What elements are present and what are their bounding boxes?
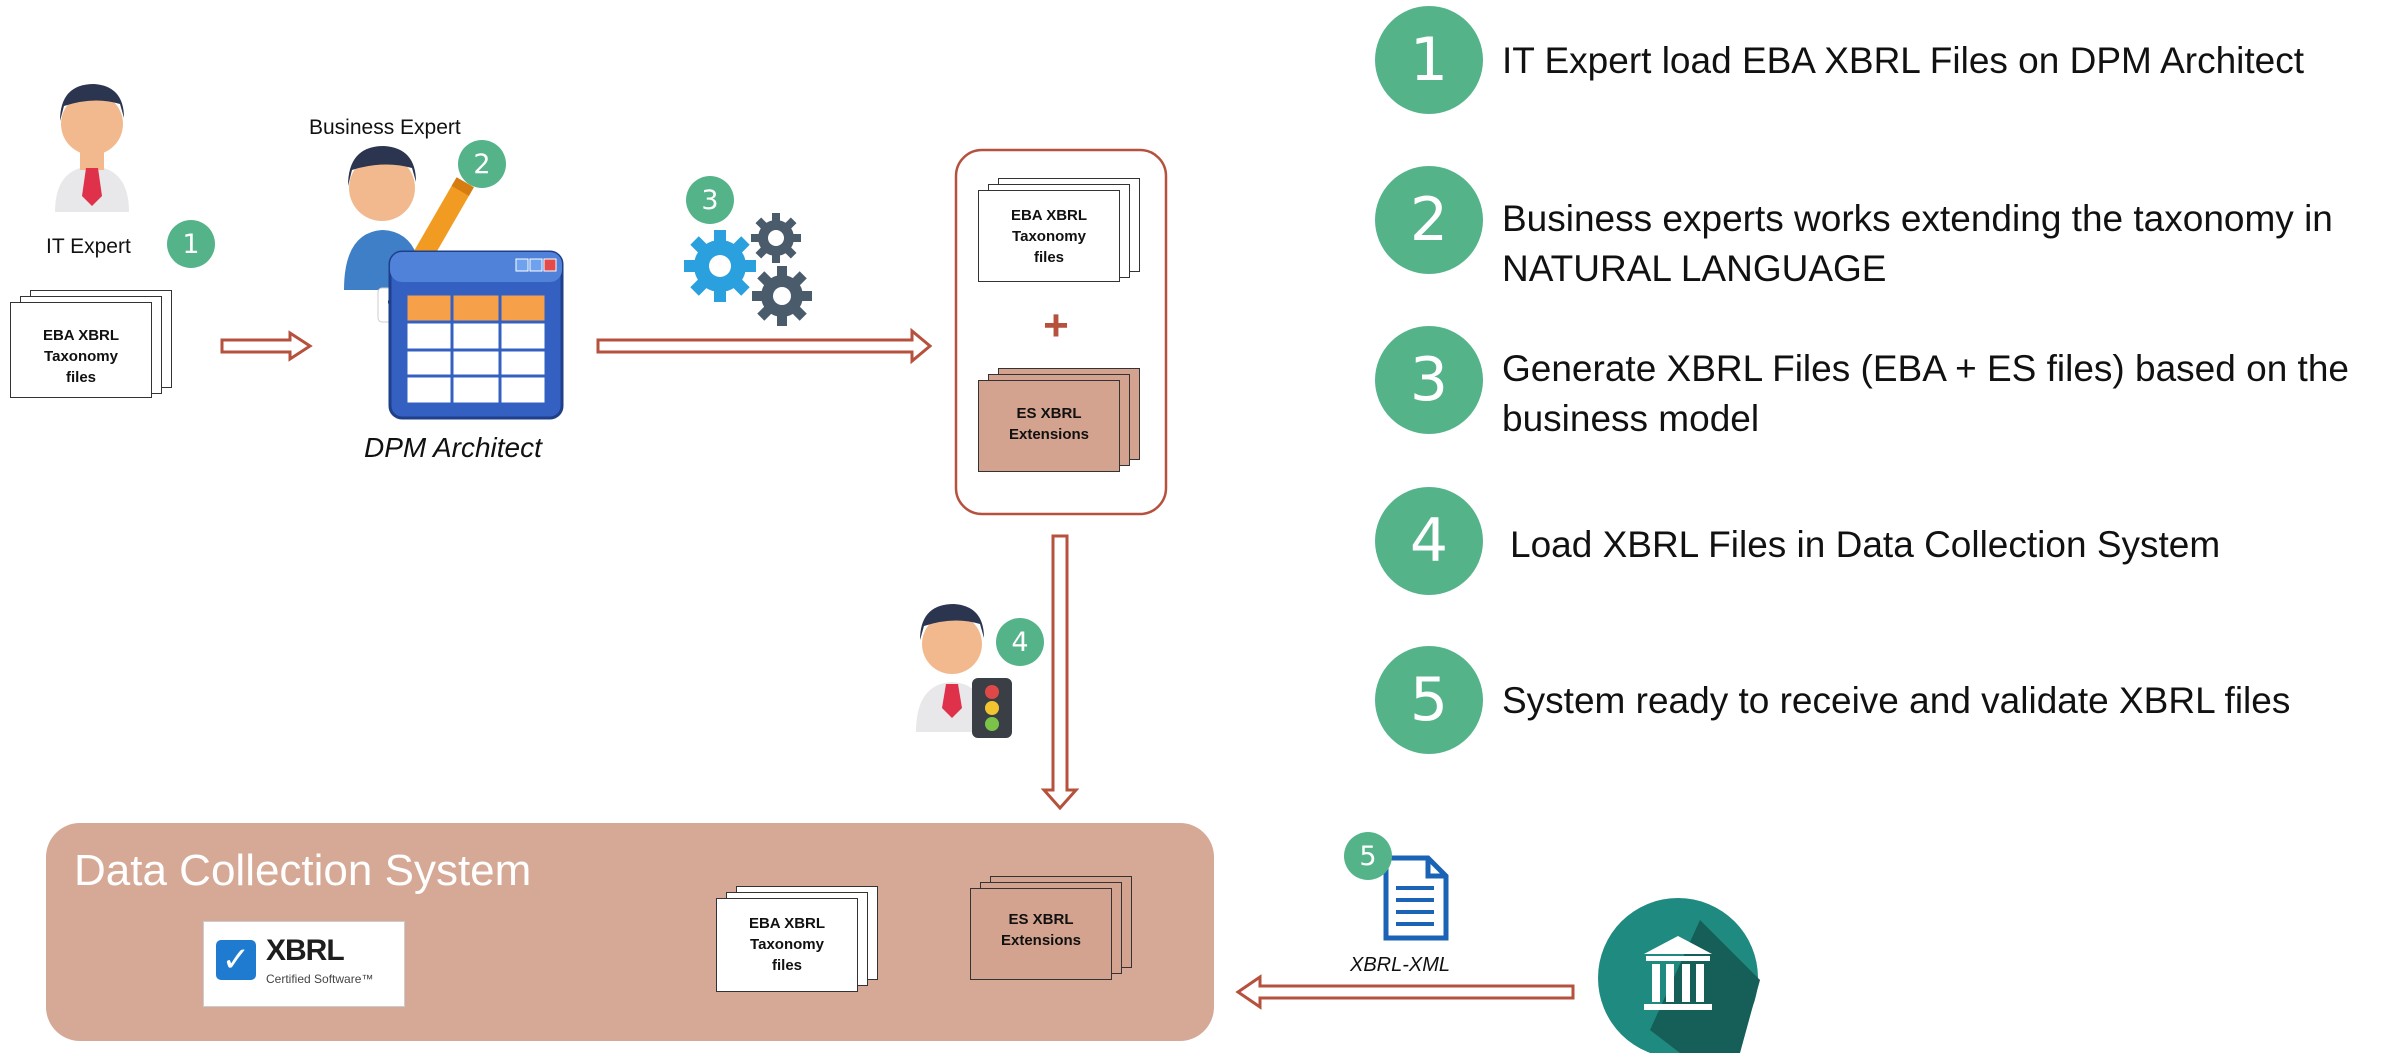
step-badge-1: 1 (167, 220, 215, 268)
legend-badge-2: 2 (1375, 166, 1483, 274)
xbrl-logo-sub: Certified Software™ (266, 972, 374, 986)
step-badge-3: 3 (686, 176, 734, 224)
doc-line: Taxonomy (1012, 228, 1086, 245)
doc-line: ES XBRL (1016, 405, 1082, 422)
checkbox-icon: ✓ (216, 940, 256, 980)
legend-text-3: Generate XBRL Files (EBA + ES files) bas… (1502, 348, 2349, 439)
doc-line: EBA XBRL (42, 327, 120, 344)
es-extensions-files-generated: ES XBRL Extensions (978, 368, 1148, 478)
legend-text-4: Load XBRL Files in Data Collection Syste… (1510, 524, 2221, 565)
xml-document-icon (1383, 855, 1449, 941)
doc-line: Extensions (1000, 932, 1082, 949)
legend-text-5: System ready to receive and validate XBR… (1502, 680, 2291, 721)
eba-taxonomy-files-generated: EBA XBRL Taxonomy files (978, 178, 1148, 288)
plus-sign: + (1043, 301, 1069, 350)
doc-line: files (1033, 249, 1064, 266)
dpm-architect-label: DPM Architect (364, 432, 542, 463)
eba-taxonomy-files-dcs: EBA XBRL Taxonomy files (716, 886, 886, 998)
gears-icon (684, 213, 812, 326)
doc-line: Extensions (1008, 426, 1090, 443)
step-badge-2: 2 (458, 140, 506, 188)
data-collection-system-title: Data Collection System (74, 846, 532, 895)
legend-badge-4: 4 (1375, 487, 1483, 595)
doc-line: EBA XBRL (1010, 207, 1088, 224)
doc-line: ES XBRL (1008, 911, 1074, 928)
business-expert-label: Business Expert (309, 116, 461, 139)
es-extensions-files-dcs: ES XBRL Extensions (970, 876, 1140, 988)
doc-line: files (771, 957, 802, 974)
doc-line: Taxonomy (750, 936, 824, 953)
operator-traffic-light-icon (916, 604, 1012, 738)
arrow-generate-files (596, 327, 933, 365)
eba-taxonomy-files-source: EBA XBRL Taxonomy files (10, 290, 180, 406)
it-expert-avatar (55, 84, 129, 212)
legend-badge-1: 1 (1375, 6, 1483, 114)
arrow-load-to-dcs (1040, 534, 1080, 811)
doc-line: files (65, 369, 96, 386)
legend-text-1: IT Expert load EBA XBRL Files on DPM Arc… (1502, 40, 2305, 81)
bank-icon (1598, 898, 1760, 1053)
legend-text-2: Business experts works extending the tax… (1502, 198, 2333, 289)
legend-badge-3: 3 (1375, 326, 1483, 434)
it-expert-label: IT Expert (46, 235, 131, 258)
legend-badge-5: 5 (1375, 646, 1483, 754)
doc-line: Taxonomy (44, 348, 118, 365)
xbrl-logo-word: XBRL (266, 934, 345, 967)
xbrl-xml-label: XBRL-XML (1350, 954, 1451, 976)
step-badge-4: 4 (996, 618, 1044, 666)
dpm-architect-icon (388, 250, 564, 420)
doc-line: EBA XBRL (748, 915, 826, 932)
arrow-submit-xbrl (1235, 974, 1575, 1010)
xbrl-certified-logo: ✓ XBRL Certified Software™ (203, 921, 405, 1007)
step-badge-5: 5 (1344, 832, 1392, 880)
arrow-load-to-dpm (220, 330, 313, 362)
